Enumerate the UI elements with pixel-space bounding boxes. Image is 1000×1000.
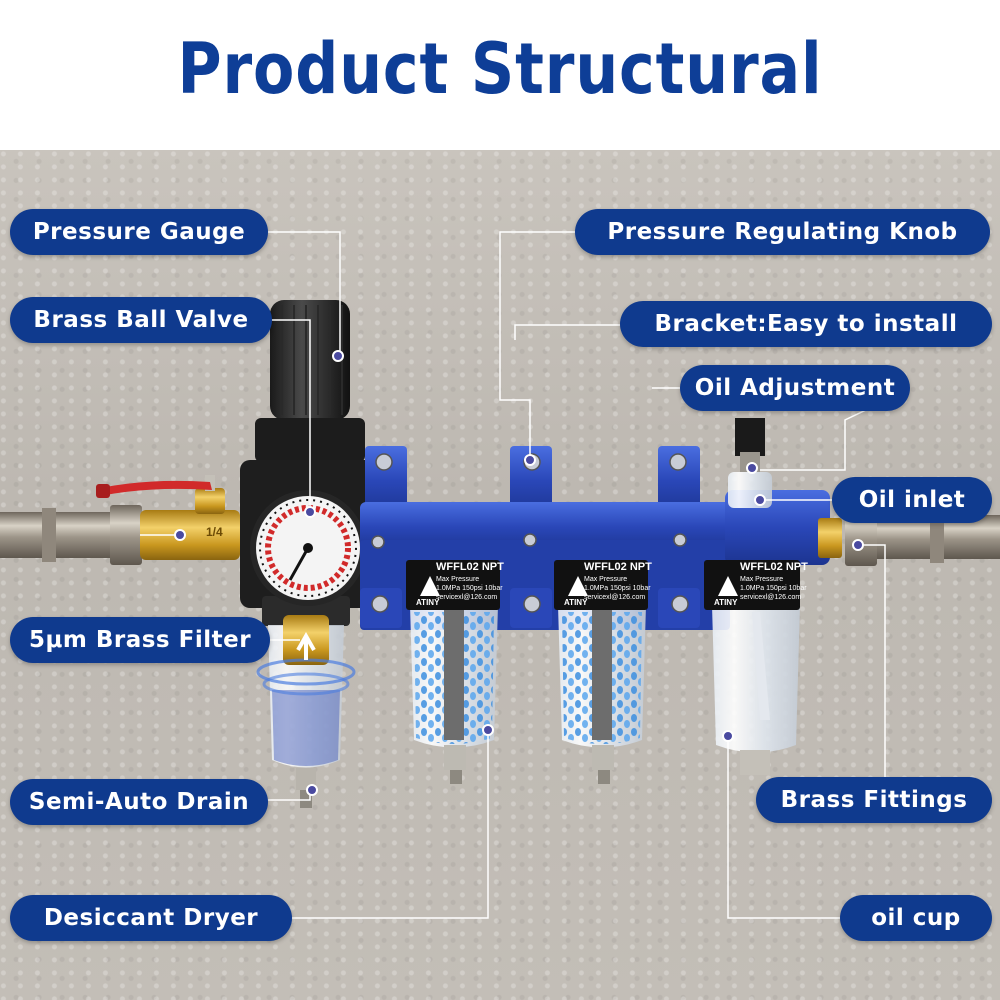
- unit-1-model: WFFL02 NPT: [436, 561, 504, 573]
- pressure-gauge: [250, 490, 366, 606]
- unit-3-spec-3: servicexl@126.com: [740, 594, 802, 601]
- label-oil-inlet: Oil inlet: [832, 477, 992, 523]
- unit-label-plates: [406, 560, 800, 610]
- unit-3-brand: ATINY: [714, 598, 738, 607]
- page-title: Product Structural: [177, 28, 823, 110]
- inlet-pipe: [0, 505, 142, 565]
- label-pressure-gauge: Pressure Gauge: [10, 209, 268, 255]
- unit-2-brand: ATINY: [564, 598, 588, 607]
- valve-size-mark: 1/4: [206, 525, 223, 539]
- label-brass-ball-valve: Brass Ball Valve: [10, 297, 272, 343]
- unit-2-spec-1: Max Pressure: [584, 576, 628, 583]
- label-brass-fittings: Brass Fittings: [756, 777, 992, 823]
- label-pressure-regulating-knob: Pressure Regulating Knob: [575, 209, 990, 255]
- brass-fitting-right: [818, 518, 842, 558]
- unit-3-spec-2: 1.0MPa 150psi 10bar: [740, 585, 807, 592]
- dryer-unit-1: [410, 605, 498, 784]
- label-oil-adjustment: Oil Adjustment: [680, 365, 910, 411]
- label-oil-cup: oil cup: [840, 895, 992, 941]
- label-brass-filter: 5μm Brass Filter: [10, 617, 270, 663]
- unit-2-spec-3: servicexl@126.com: [584, 594, 646, 601]
- brass-ball-valve: [96, 475, 240, 560]
- unit-1-spec-2: 1.0MPa 150psi 10bar: [436, 585, 503, 592]
- label-desiccant-dryer: Desiccant Dryer: [10, 895, 292, 941]
- unit-2-spec-2: 1.0MPa 150psi 10bar: [584, 585, 651, 592]
- unit-3-spec-1: Max Pressure: [740, 576, 784, 583]
- unit-1-spec-3: servicexl@126.com: [436, 594, 498, 601]
- dryer-unit-2: [558, 605, 646, 784]
- label-bracket: Bracket:Easy to install: [620, 301, 992, 347]
- unit-1-spec-1: Max Pressure: [436, 576, 480, 583]
- unit-2-model: WFFL02 NPT: [584, 561, 652, 573]
- lubricator: [712, 418, 800, 775]
- unit-3-model: WFFL02 NPT: [740, 561, 808, 573]
- leader-lines: [140, 231, 909, 919]
- leader-dots: [174, 350, 864, 796]
- header: [0, 0, 1000, 150]
- unit-1-brand: ATINY: [416, 598, 440, 607]
- label-semi-auto-drain: Semi-Auto Drain: [10, 779, 268, 825]
